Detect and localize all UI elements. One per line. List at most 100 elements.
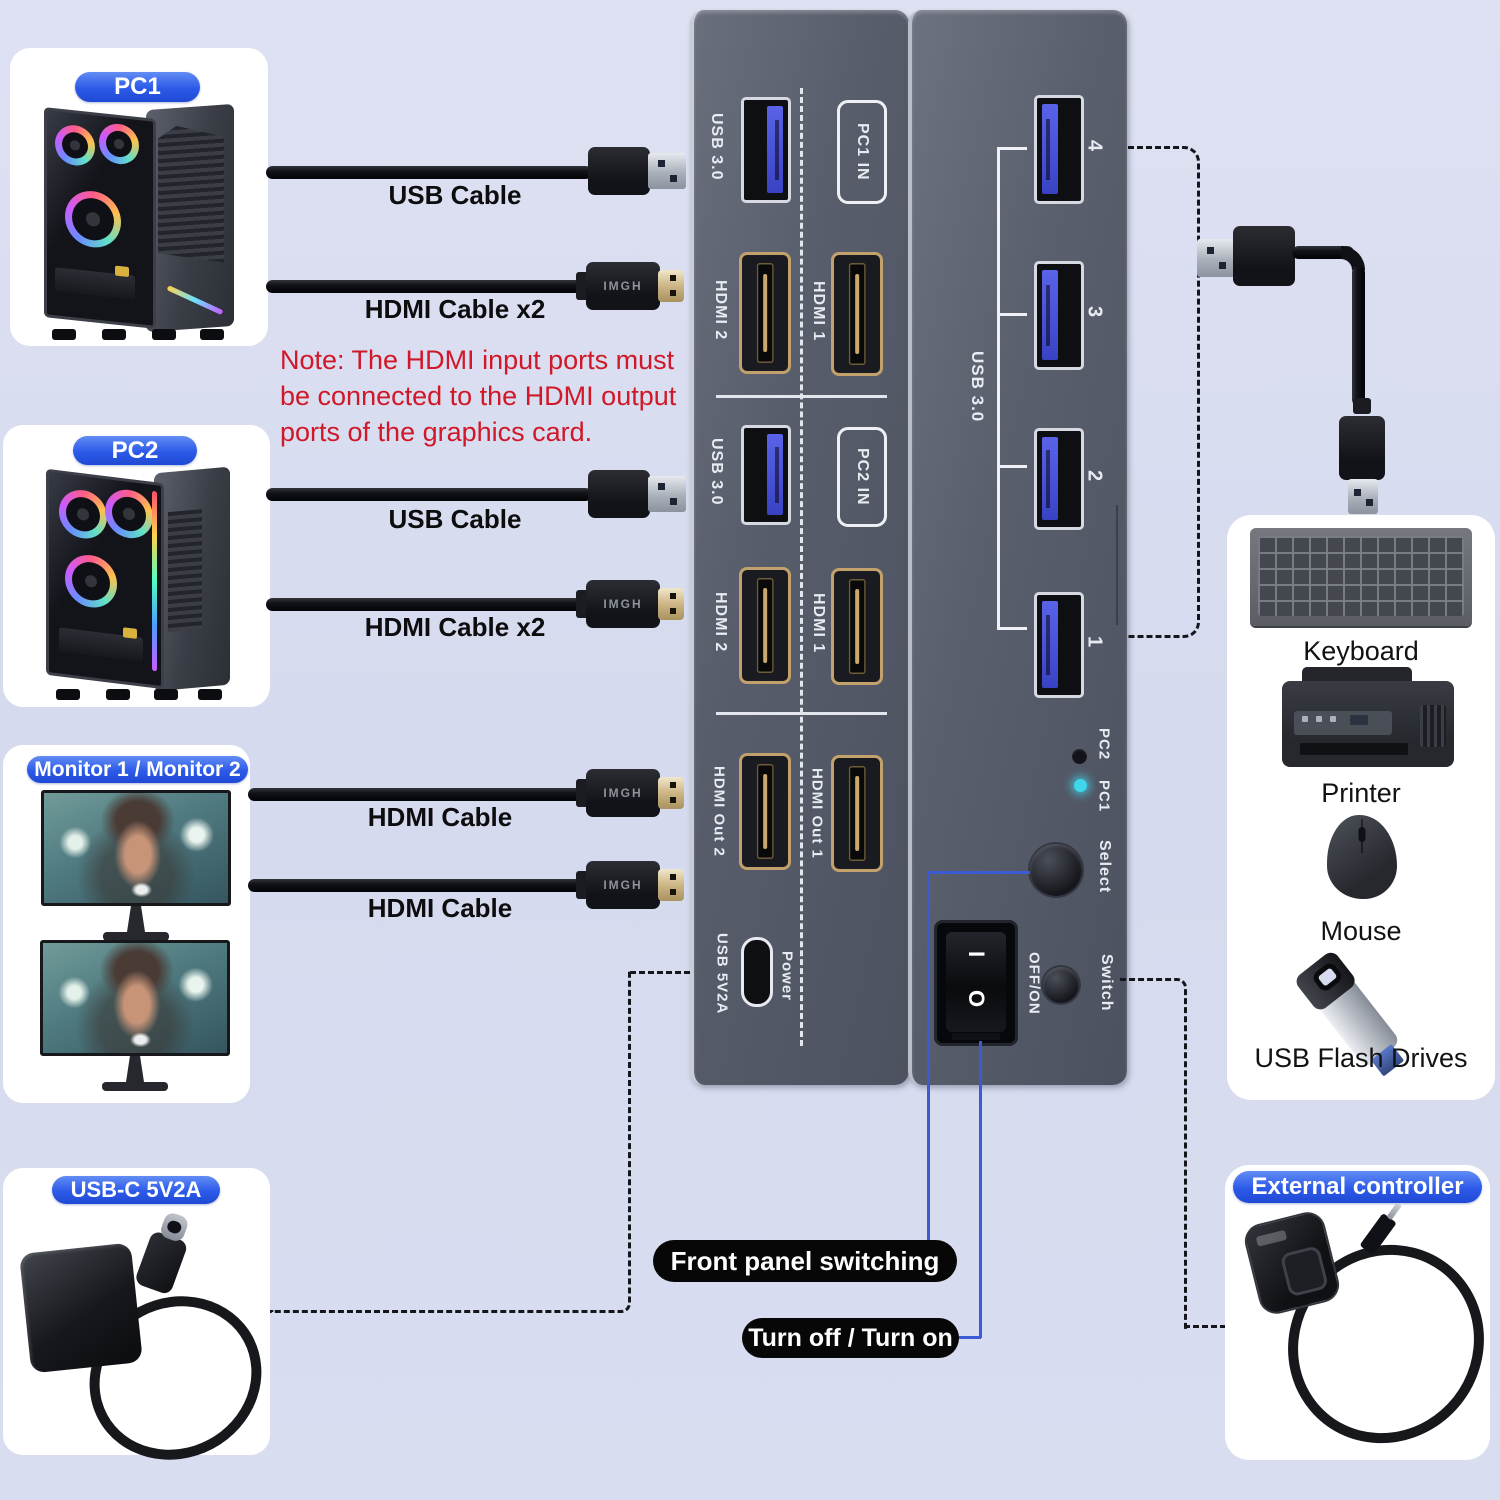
monitors-badge: Monitor 1 / Monitor 2 [27, 756, 248, 783]
jack-tip [1386, 1202, 1402, 1221]
printer-output-slot [1300, 743, 1408, 755]
select-callout-line [927, 871, 1030, 874]
note-line-2: be connected to the HDMI output [280, 381, 677, 411]
front-switch-callout: Front panel switching [653, 1240, 957, 1282]
panel-seam [1116, 505, 1118, 625]
flash-label-text: USB Flash Drives [1254, 1042, 1468, 1073]
flash-label: USB Flash Drives [1227, 1042, 1495, 1074]
pc2-led-label: PC2 [1095, 727, 1113, 761]
external-controller-badge-text: External controller [1251, 1173, 1464, 1200]
pc2-fan [105, 487, 153, 541]
monitor-2-base [102, 1082, 168, 1091]
monitor-1-base [103, 932, 169, 941]
power-adapter-badge-label: USB-C 5V2A [70, 1177, 202, 1202]
switch-button [1043, 967, 1079, 1003]
rocker: I O [946, 932, 1006, 1040]
pc1-hdmi-cable [266, 280, 590, 293]
usb-extension-wire [1292, 246, 1354, 259]
select-button-label: Select [1096, 840, 1113, 894]
monitor1-hdmi-cable [248, 788, 590, 801]
monitor-1-image [41, 790, 231, 941]
monitor-2-image [40, 940, 230, 1091]
off-on-label: OFF/ON [1025, 951, 1043, 1015]
pc2-gpu [59, 627, 143, 662]
controller-dashed-path [1120, 978, 1187, 1330]
pc1-hdmi-cable-label: HDMI Cable x2 [340, 294, 570, 324]
pc1-badge: PC1 [75, 72, 200, 102]
back-pc2-hdmi2-label: HDMI 2 [712, 592, 729, 653]
pc1-in-box: PC1 IN [837, 100, 887, 204]
controller-logo [1255, 1229, 1288, 1247]
adapter-body [19, 1242, 143, 1374]
pc1-usb-cable [266, 166, 592, 179]
back-pc1-hdmi1-port [831, 252, 883, 376]
pc2-side-face [154, 466, 230, 692]
pc2-badge-label: PC2 [111, 436, 159, 464]
monitor2-hdmi-cable-text: HDMI Cable [367, 892, 513, 923]
select-button [1030, 844, 1082, 896]
external-controller-image [1225, 1165, 1500, 1483]
usb-group-tick [997, 313, 1027, 316]
pc2-hdmi-cable-text: HDMI Cable x2 [364, 611, 546, 642]
pc1-usb-cable-text: USB Cable [388, 179, 522, 210]
pc2-led [1072, 749, 1087, 764]
pc2-usb-cable-label: USB Cable [350, 504, 560, 534]
note-line-3: ports of the graphics card. [280, 417, 593, 447]
section-divider [716, 395, 887, 398]
switch-button-label: Switch [1098, 954, 1115, 1012]
mouse-label: Mouse [1227, 915, 1495, 947]
pc1-vent [158, 123, 224, 268]
pc2-tower-image [42, 466, 232, 700]
power-dashed-path [630, 971, 690, 977]
pc1-hdmi-cable-text: HDMI Cable x2 [364, 293, 546, 324]
front-usb-port-3 [1034, 261, 1084, 370]
usb-group-tick [997, 627, 1027, 630]
pc2-usb-cable-text: USB Cable [388, 503, 522, 534]
controller-button [1279, 1245, 1330, 1298]
printer-ink-tank [1420, 705, 1446, 747]
printer-image [1282, 667, 1454, 767]
front-usb-group-label: USB 3.0 [968, 351, 987, 423]
keyboard-keys [1258, 536, 1464, 616]
mouse-image [1327, 815, 1397, 899]
pc1-fan [65, 188, 121, 251]
pc1-gpu [55, 267, 135, 300]
pc1-fan [55, 123, 95, 168]
usb-plug-body [1233, 226, 1295, 286]
usb-5v2a-label: USB 5V2A [713, 933, 731, 1015]
power-adapter-image [3, 1168, 291, 1490]
front-usb-port-2 [1034, 428, 1084, 530]
kvm-front-panel: 4 3 2 1 USB 3.0 PC2 PC1 Select I O OFF/O… [908, 10, 1127, 1085]
pc2-vent [168, 509, 202, 633]
hdmi-note: Note: The HDMI input ports must be conne… [280, 342, 676, 450]
monitor-1-stand [127, 906, 145, 932]
power-adapter-badge: USB-C 5V2A [52, 1176, 220, 1204]
monitor-2-stand [126, 1056, 144, 1082]
front-switch-callout-text: Front panel switching [670, 1245, 940, 1276]
back-pc1-usb-label: USB 3.0 [708, 113, 725, 181]
pc2-in-label: PC2 IN [854, 448, 871, 506]
front-usb-port-1 [1034, 592, 1084, 698]
pc2-hdmi-cable-label: HDMI Cable x2 [340, 612, 570, 642]
usb-plug2-tip [1348, 479, 1378, 514]
power-toggle-callout: Turn off / Turn on [742, 1318, 959, 1358]
pc1-tower-image [40, 103, 236, 340]
hdmi-out2-port [739, 753, 791, 870]
rocker-callout-line [958, 1336, 981, 1339]
port-3-number: 3 [1083, 306, 1106, 319]
hdmi-out2-label: HDMI Out 2 [710, 765, 728, 857]
monitor1-hdmi-cable-text: HDMI Cable [367, 801, 513, 832]
usb-group-tick [997, 147, 1027, 150]
pc1-in-label: PC1 IN [854, 123, 871, 181]
pc2-badge: PC2 [73, 436, 197, 465]
hdmi-out1-label: HDMI Out 1 [808, 767, 826, 859]
pc2-usb-cable [266, 488, 592, 501]
port-1-number: 1 [1083, 635, 1106, 649]
port-2-number: 2 [1083, 469, 1106, 483]
power-rocker-switch: I O [934, 920, 1018, 1046]
hdmi-plug-marking: IMGH [603, 597, 643, 611]
hdmi-plug-marking: IMGH [603, 279, 643, 293]
pc1-led-label: PC1 [1095, 779, 1113, 813]
back-pc1-hdmi1-label: HDMI 1 [810, 280, 827, 342]
